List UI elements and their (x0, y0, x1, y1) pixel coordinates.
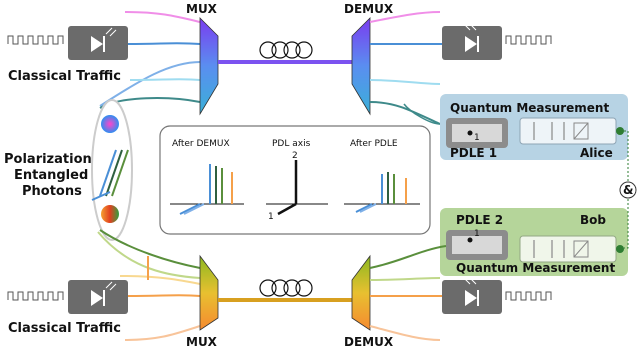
square-wave-icon-rx-bottom (505, 291, 552, 301)
fiber-teal-top-out (369, 101, 441, 125)
mux-top-label: MUX (186, 2, 218, 16)
inset-after-pdle-label: After PDLE (350, 139, 398, 149)
pdle1-label: PDLE 1 (450, 146, 497, 160)
demux-top-label: DEMUX (344, 2, 394, 16)
fiber-yellow-bottom (119, 275, 201, 285)
classical-traffic-label-bottom: Classical Traffic (8, 321, 121, 336)
fiber-peach-bottom (124, 325, 201, 341)
square-wave-icon-bottom (7, 291, 64, 301)
alice-box-title: Quantum Measurement (450, 101, 609, 115)
source-label-line2: Entangled (14, 168, 88, 183)
fiber-lightblue-top (99, 61, 201, 107)
mux-bottom-label: MUX (186, 335, 218, 349)
bob-detector (616, 245, 624, 253)
pdle1-device (446, 118, 508, 148)
fiber-pink-top (124, 11, 201, 23)
fiber-blue-top (127, 42, 201, 45)
photodiode-receiver-top (442, 23, 502, 60)
pdle2-label: PDLE 2 (456, 213, 503, 227)
source-to-alice-fiber (403, 103, 441, 125)
fiber-coil-bottom (259, 279, 313, 297)
square-wave-icon-rx-top (505, 35, 552, 45)
classical-traffic-label-top: Classical Traffic (8, 69, 121, 84)
inset-axis-1: 1 (268, 212, 274, 222)
source-label-line1: Polarization (4, 152, 92, 167)
laser-transmitter-bottom (68, 280, 128, 314)
bob-label: Bob (580, 213, 606, 227)
demux-top (351, 17, 371, 116)
mux-bottom (199, 254, 219, 331)
bob-polarization-analyzer (519, 235, 617, 263)
inset-axis-2: 2 (292, 151, 298, 161)
fiber-coil-top (259, 41, 313, 59)
laser-transmitter-top (68, 26, 128, 60)
fiber-green-bottom-out (369, 245, 447, 269)
inset-pdl-axis-plot (266, 160, 328, 216)
alice-polarization-analyzer (519, 117, 617, 145)
fiber-orange-bottom (127, 294, 201, 297)
photodiode-receiver-bottom (442, 277, 502, 314)
alice-label: Alice (580, 146, 613, 160)
alice-detector (616, 127, 624, 135)
pdle2-sub: 1 (474, 229, 480, 239)
fiber-cyan-top (129, 78, 201, 81)
fiber-lightgreen-bottom-out (369, 277, 441, 281)
bob-box-title: Quantum Measurement (456, 261, 615, 275)
square-wave-icon (7, 35, 64, 45)
fiber-green-bottom (99, 229, 201, 269)
coincidence-counter (619, 181, 637, 199)
fiber-pink-top-out (369, 11, 441, 23)
source-label-line3: Photons (22, 184, 82, 199)
inset-after-pdle-plot (344, 172, 420, 213)
coincidence-symbol: & (623, 183, 633, 197)
coincidence-wires (624, 130, 629, 249)
mux-top (199, 17, 219, 116)
pdle1-sub: 1 (474, 133, 480, 143)
pdle2-device (446, 230, 508, 260)
inset-after-demux-plot (170, 164, 244, 215)
fiber-lightgreen-bottom (97, 231, 201, 279)
inset-after-demux-label: After DEMUX (172, 139, 230, 149)
demux-bottom (351, 254, 371, 331)
fiber-cyan-top-out (369, 79, 441, 85)
inset-pdl-axis-label: PDL axis (272, 139, 311, 149)
fiber-peach-bottom-out (369, 325, 441, 341)
demux-bottom-label: DEMUX (344, 335, 394, 349)
entangled-photon-source (91, 99, 133, 241)
